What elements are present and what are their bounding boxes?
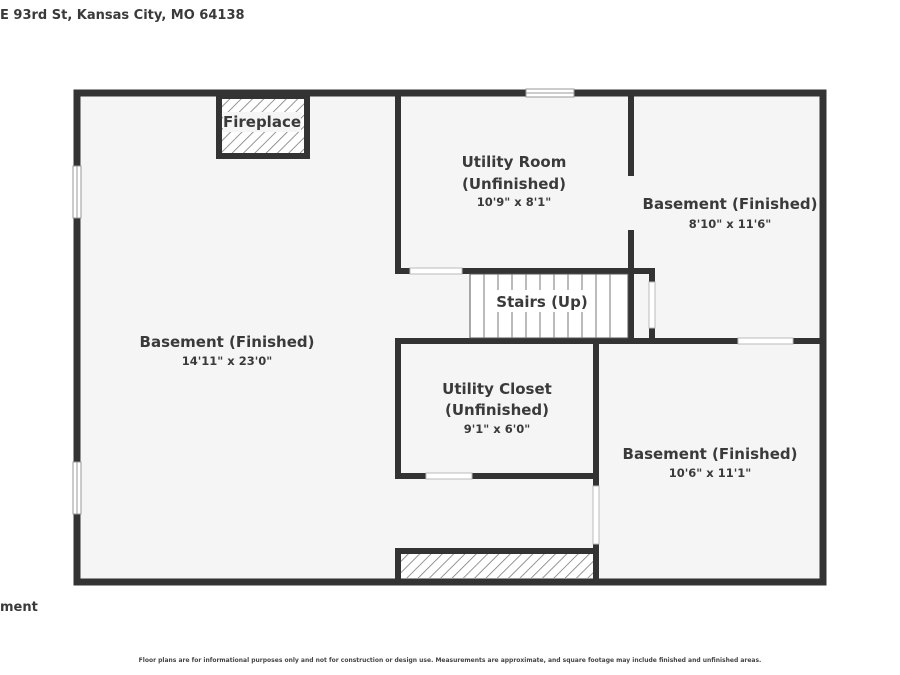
stairs <box>469 273 629 339</box>
interior-walls <box>395 93 823 582</box>
windows <box>72 88 575 515</box>
exterior-wall <box>73 89 827 586</box>
disclaimer-text: Floor plans are for informational purpos… <box>138 657 762 664</box>
basement-ne-name: Basement (Finished) <box>643 195 818 213</box>
door-openings <box>409 267 794 545</box>
basement-se-name: Basement (Finished) <box>623 445 798 463</box>
basement-main-name: Basement (Finished) <box>140 333 315 351</box>
utility-closet-subtitle: (Unfinished) <box>445 401 549 419</box>
basement-ne-dims: 8'10" x 11'6" <box>689 217 771 231</box>
utility-closet-name: Utility Closet <box>442 380 552 398</box>
utility-room-subtitle: (Unfinished) <box>462 175 566 193</box>
utility-room-dims: 10'9" x 8'1" <box>477 195 551 209</box>
property-address: E 93rd St, Kansas City, MO 64138 <box>0 8 245 23</box>
fireplace-label: Fireplace <box>223 113 301 131</box>
utility-room-name: Utility Room <box>462 153 567 171</box>
basement-main-dims: 14'11" x 23'0" <box>182 354 272 368</box>
floor-level-label: ment <box>0 600 38 615</box>
stairs-label: Stairs (Up) <box>496 293 587 311</box>
fireplace-label-bg <box>223 112 301 132</box>
floor-area <box>77 93 823 582</box>
basement-se-dims: 10'6" x 11'1" <box>669 466 751 480</box>
storage-hatch <box>401 554 593 578</box>
utility-closet-dims: 9'1" x 6'0" <box>464 422 530 436</box>
